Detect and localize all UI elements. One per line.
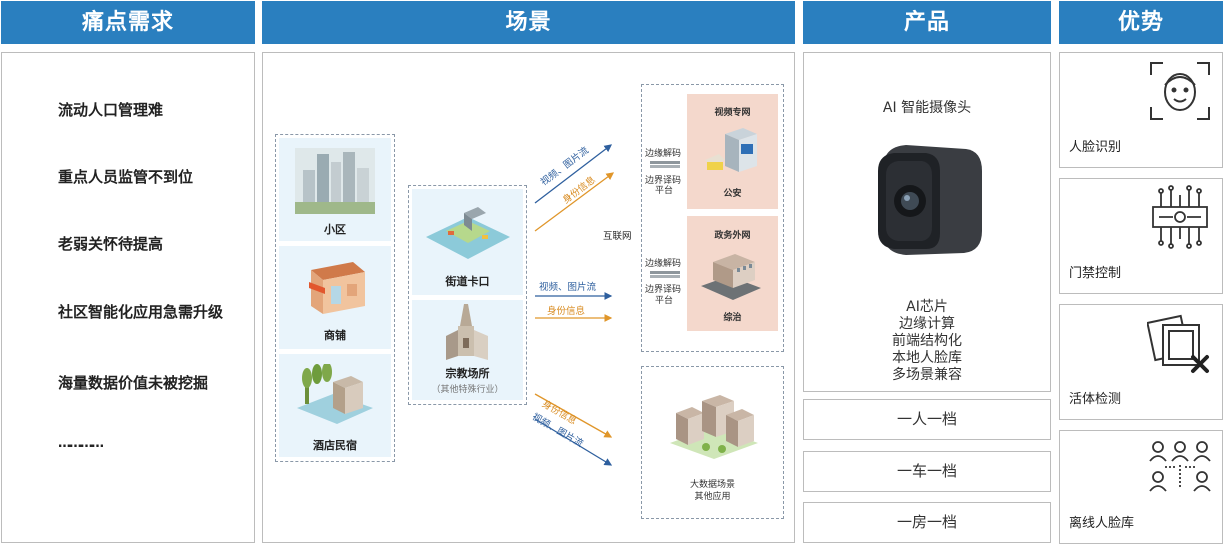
photo-reject-icon [1147, 314, 1209, 373]
header-scene: 场景 [262, 1, 795, 44]
header-product: 产品 [803, 1, 1051, 44]
bigdata-buildings-icon [670, 395, 758, 459]
advantage-label: 活体检测 [1069, 392, 1122, 407]
advantage-access-control: 门禁控制 [1059, 178, 1223, 294]
feature-item: 边缘计算 [899, 316, 955, 332]
network-unit: 综治 [723, 313, 742, 323]
government-building-icon [701, 254, 761, 300]
church-icon [446, 304, 488, 360]
people-network-icon [1149, 441, 1211, 492]
scene-label: 酒店民宿 [313, 439, 357, 452]
pain-panel: 流动人口管理难 重点人员监管不到位 老弱关怀待提高 社区智能化应用急需升级 海量… [1, 52, 255, 543]
pain-item-ellipsis: ………… [58, 436, 104, 451]
pain-item: 流动人口管理难 [58, 101, 164, 119]
flow-arrows [534, 144, 615, 466]
product-camera-box: AI 智能摄像头 AI芯片 边缘计算 前端结构化 本地人脸库 多场景兼容 [803, 52, 1051, 392]
edge-label: 边界译码 [645, 285, 682, 295]
arrow-video-down [534, 418, 613, 466]
archive-person: 一人一档 [803, 399, 1051, 440]
camera-title: AI 智能摄像头 [882, 100, 972, 116]
flow-label-identity: 身份信息 [547, 306, 586, 317]
scene-cell-shop: 商铺 [279, 246, 391, 349]
archive-house: 一房一档 [803, 502, 1051, 543]
community-building-icon [295, 148, 375, 214]
scene-cell-community: 小区 [279, 138, 391, 241]
server-icon [650, 271, 680, 278]
scene-left-column: 小区 商铺 酒店民宿 [275, 134, 395, 462]
header-pain: 痛点需求 [1, 1, 255, 44]
scene-cell-religious: 宗教场所 （其他特殊行业） [412, 300, 523, 400]
edge-label: 边缘解码 [645, 259, 682, 269]
edge-label: 边缘解码 [645, 149, 682, 159]
network-video-private: 视频专网 公安 [687, 94, 778, 209]
arrow-identity-up [534, 172, 615, 232]
arrow-identity-down [534, 393, 613, 438]
bigdata-box: 大数据场景 其他应用 [641, 366, 784, 519]
scene-label: 商铺 [324, 329, 346, 342]
advantage-label: 门禁控制 [1069, 266, 1122, 281]
advantage-face-recognition: 人脸识别 [1059, 52, 1223, 168]
network-unit: 公安 [723, 189, 742, 199]
scene-panel: 小区 商铺 酒店民宿 [262, 52, 795, 543]
scene-label: 街道卡口 [445, 275, 490, 288]
scene-cell-hotel: 酒店民宿 [279, 354, 391, 457]
police-building-icon [705, 128, 757, 172]
advantage-liveness-detection: 活体检测 [1059, 304, 1223, 420]
advantage-label: 离线人脸库 [1069, 516, 1135, 531]
scene-label: 小区 [324, 223, 346, 236]
pain-item: 海量数据价值未被挖掘 [58, 374, 209, 392]
feature-item: 前端结构化 [892, 333, 962, 349]
scene-middle-column: 街道卡口 宗教场所 （其他特殊行业） [408, 185, 527, 405]
flow-label-video: 视频、图片流 [539, 282, 597, 293]
street-checkpoint-icon [426, 207, 510, 259]
advantage-label: 人脸识别 [1069, 140, 1122, 155]
pain-item: 社区智能化应用急需升级 [58, 303, 224, 321]
pain-item: 重点人员监管不到位 [58, 168, 194, 186]
hotel-icon [297, 364, 373, 424]
network-title: 视频专网 [714, 108, 751, 118]
face-recognition-icon [1150, 62, 1210, 120]
edge-label: 边界译码 [645, 176, 682, 186]
archive-vehicle: 一车一档 [803, 451, 1051, 492]
network-gov-external: 政务外网 综治 [687, 216, 778, 331]
scene-note: （其他特殊行业） [431, 385, 504, 395]
scene-label: 宗教场所 [445, 367, 490, 380]
network-box: 边缘解码 边界译码 平台 视频专网 公安 边缘解码 边界译码 平台 政务外 [641, 84, 784, 352]
pain-item: 老弱关怀待提高 [58, 235, 164, 253]
circuit-chip-icon [1152, 185, 1208, 249]
camera-icon [878, 145, 982, 255]
bigdata-label: 其他应用 [694, 492, 731, 502]
header-advantage: 优势 [1059, 1, 1223, 44]
edge-label: 平台 [655, 296, 674, 306]
feature-item: 本地人脸库 [892, 350, 962, 366]
internet-label: 互联网 [603, 231, 632, 242]
arrow-video-up [534, 144, 613, 204]
shop-icon [309, 262, 365, 314]
bigdata-label: 大数据场景 [689, 480, 735, 490]
network-title: 政务外网 [714, 231, 751, 241]
feature-item: AI芯片 [906, 299, 948, 315]
advantage-offline-face-library: 离线人脸库 [1059, 430, 1223, 544]
feature-item: 多场景兼容 [892, 367, 962, 383]
scene-cell-street: 街道卡口 [412, 189, 523, 295]
server-icon [650, 161, 680, 168]
edge-label: 平台 [655, 186, 674, 196]
